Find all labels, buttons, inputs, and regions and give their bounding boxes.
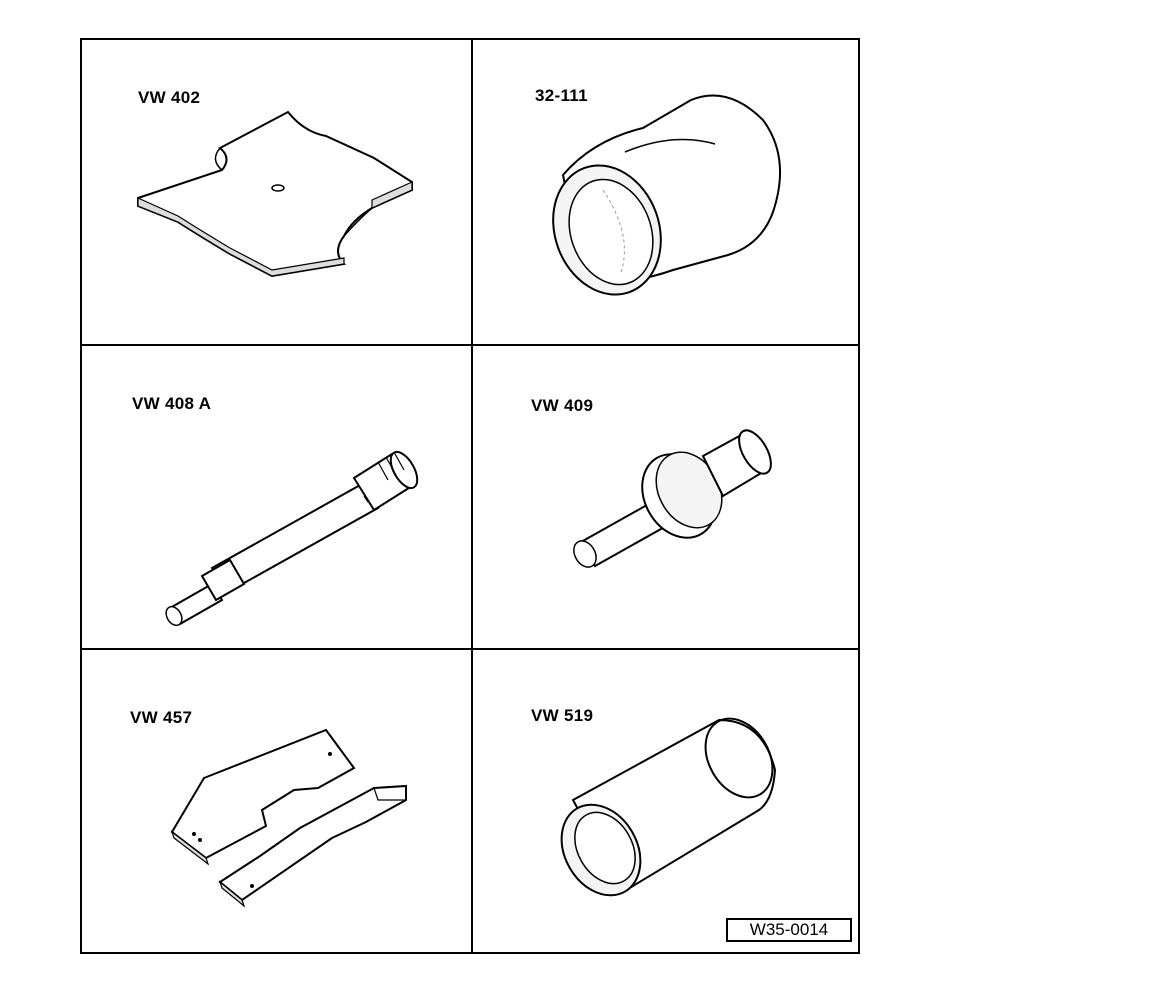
tool-label: VW 519 xyxy=(531,706,594,725)
tool-label: 32-111 xyxy=(535,86,588,105)
tool-label: VW 457 xyxy=(130,708,193,727)
tool-sheet: VW 402 32-111 VW 408 A xyxy=(80,38,860,954)
tool-cell-vw408a: VW 408 A xyxy=(82,346,471,648)
tool-cell-vw402: VW 402 xyxy=(82,40,471,344)
tool-label: VW 402 xyxy=(138,88,201,107)
tool-label: VW 409 xyxy=(531,396,594,415)
tool-cell-vw409: VW 409 xyxy=(473,346,858,648)
sleeve-tool-illustration xyxy=(552,94,782,296)
tool-cell-vw519: VW 519 xyxy=(473,650,858,952)
grid-divider-row2 xyxy=(82,648,858,650)
reference-code: W35-0014 xyxy=(726,918,852,942)
tube-tool-illustration xyxy=(560,717,777,897)
tool-cell-vw457: VW 457 xyxy=(82,650,471,952)
tool-cell-32111: 32-111 xyxy=(473,40,858,344)
bracket-tool-illustration xyxy=(170,728,407,908)
grid-divider-vertical xyxy=(471,40,473,952)
tool-label: VW 408 A xyxy=(132,394,212,413)
drift-tool-illustration xyxy=(573,429,772,568)
mandrel-tool-illustration xyxy=(165,450,419,627)
plate-tool-illustration xyxy=(137,110,413,278)
grid-divider-row1 xyxy=(82,344,858,346)
